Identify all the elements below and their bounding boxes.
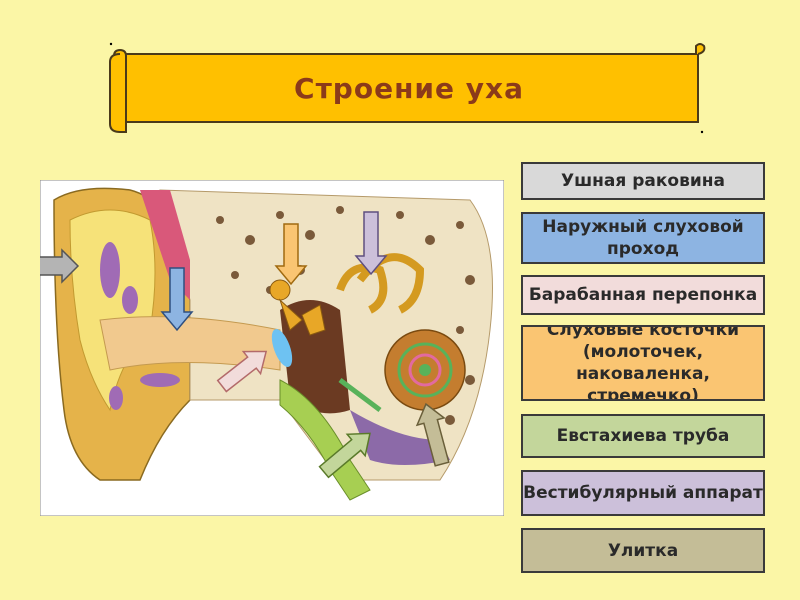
label-cochlea-text: Улитка <box>607 540 679 561</box>
cochlea <box>384 329 466 411</box>
middle-ear-cavity <box>280 300 350 414</box>
purple-arrow <box>354 211 388 276</box>
label-eardrum-text: Барабанная перепонка <box>528 285 758 305</box>
label-eustachian-tube-text: Евстахиева труба <box>556 426 730 446</box>
label-pinna: Ушная раковина <box>521 162 765 200</box>
ossicles <box>269 279 326 336</box>
blue-arrow <box>160 267 194 332</box>
ear-canal <box>99 316 281 371</box>
eustachian-tube <box>279 379 371 501</box>
eardrum <box>271 329 293 367</box>
pink-arrow <box>216 350 268 393</box>
ear-structure-diagram <box>40 180 504 516</box>
label-ear-canal: Наружный слуховой проход <box>521 212 765 264</box>
label-vestibular-apparatus-text: Вестибулярный аппарат <box>523 483 763 503</box>
auditory-nerve <box>338 378 382 412</box>
label-cochlea: Улитка <box>521 528 765 573</box>
green-arrow <box>318 432 371 479</box>
throat-tissue <box>350 410 450 465</box>
label-ossicles-text: Слуховые косточки (молоточек, наковаленк… <box>546 325 740 401</box>
orange-arrow <box>274 223 308 286</box>
page-title: Строение уха <box>294 71 524 105</box>
label-eustachian-tube: Евстахиева труба <box>521 414 765 458</box>
title-scroll-banner <box>109 42 706 134</box>
label-pinna-text: Ушная раковина <box>561 171 725 191</box>
label-ear-canal-text: Наружный слуховой проход <box>542 217 744 259</box>
khaki-arrow <box>415 402 450 467</box>
label-vestibular-apparatus: Вестибулярный аппарат <box>521 470 765 516</box>
label-eardrum: Барабанная перепонка <box>521 275 765 315</box>
gray-arrow <box>40 248 80 284</box>
label-ossicles: Слуховые косточки (молоточек, наковаленк… <box>521 325 765 401</box>
